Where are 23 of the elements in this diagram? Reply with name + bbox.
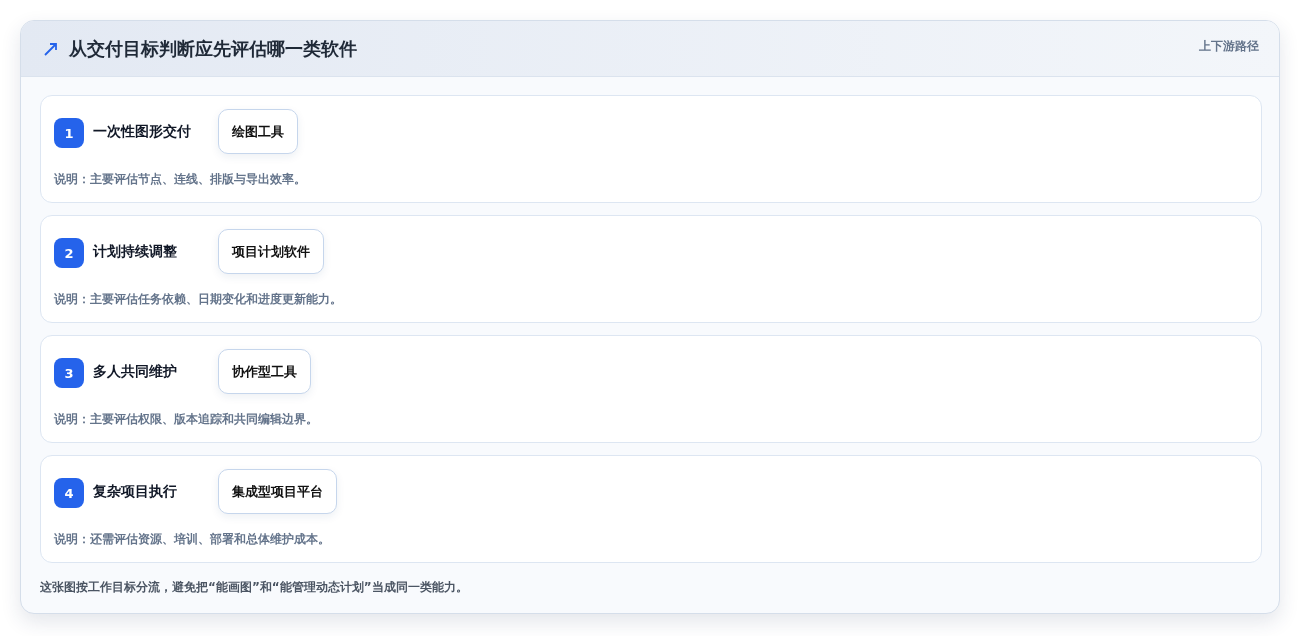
tool-tag: 项目计划软件 [218, 229, 324, 274]
tool-tag: 绘图工具 [218, 109, 298, 154]
goal-text: 一次性图形交付 [93, 123, 191, 141]
step-number-badge: 3 [54, 358, 84, 388]
note-text: 说明：主要评估权限、版本追踪和共同编辑边界。 [54, 411, 318, 428]
note-text: 说明：主要评估任务依赖、日期变化和进度更新能力。 [54, 291, 342, 308]
footer-note: 这张图按工作目标分流，避免把“能画图”和“能管理动态计划”当成同一类能力。 [40, 579, 468, 596]
note-text: 说明：主要评估节点、连线、排版与导出效率。 [54, 171, 306, 188]
row-card [40, 455, 1262, 563]
step-number-badge: 1 [54, 118, 84, 148]
row-card [40, 215, 1262, 323]
tool-tag: 协作型工具 [218, 349, 311, 394]
tool-tag: 集成型项目平台 [218, 469, 337, 514]
step-number-badge: 4 [54, 478, 84, 508]
row-card [40, 95, 1262, 203]
goal-text: 复杂项目执行 [93, 483, 177, 501]
goal-text: 多人共同维护 [93, 363, 177, 381]
title-text: 从交付目标判断应先评估哪一类软件 [69, 37, 357, 61]
step-number-badge: 2 [54, 238, 84, 268]
row-card [40, 335, 1262, 443]
header-link-text: 上下游路径 [1199, 38, 1259, 55]
note-text: 说明：还需评估资源、培训、部署和总体维护成本。 [54, 531, 330, 548]
goal-text: 计划持续调整 [93, 243, 177, 261]
